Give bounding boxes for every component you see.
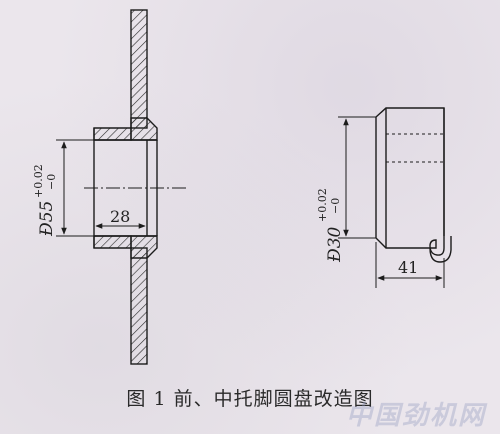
left-disc-assembly [93,9,158,365]
left-diameter-label: Ð55 [37,201,57,237]
left-tolerance-lower: −0 [45,174,58,190]
left-diameter-dimension [56,139,94,237]
pin-end-hook [429,236,452,263]
sleeve-bottom-wall [93,235,132,249]
pin-outline [375,107,445,256]
left-length-label: 28 [110,207,130,226]
figure-caption: 图 1 前、中托脚圆盘改造图 [126,388,374,410]
sleeve-top-wall [93,127,132,141]
right-tolerance-upper: +0.02 [316,188,329,222]
right-length-label: 41 [398,258,418,277]
plate-lower-section [130,247,148,365]
sleeve-top-chamfer [130,117,158,141]
left-tolerance-upper: +0.02 [32,164,45,198]
right-pin-part [375,107,452,263]
sleeve-bottom-chamfer [130,235,158,259]
right-diameter-dimension [338,116,376,239]
plate-upper-section [130,9,148,129]
watermark-text: 中国劲机网 [345,401,486,431]
right-diameter-label: Ð30 [325,226,345,263]
right-length-dimension [375,242,445,288]
right-tolerance-lower: −0 [329,198,342,214]
